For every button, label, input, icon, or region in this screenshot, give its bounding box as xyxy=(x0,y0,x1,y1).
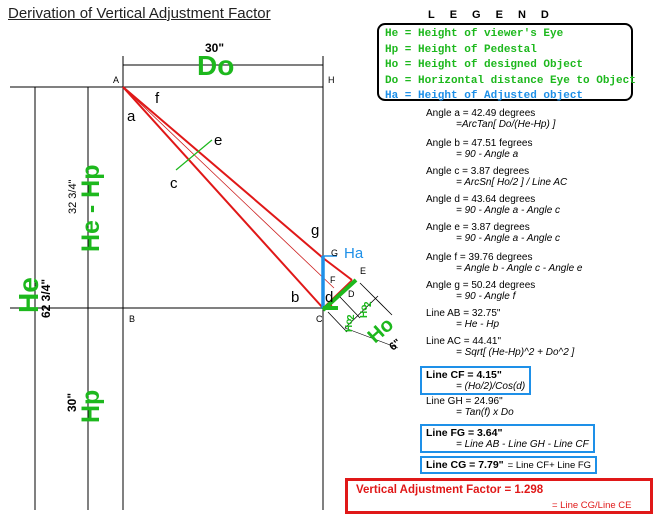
calc-label: Angle d = 43.64 degrees xyxy=(426,194,536,205)
calc-item: Angle b = 47.51 fegrees= 90 - Angle a xyxy=(426,138,532,160)
label-he: He xyxy=(13,277,44,313)
legend-item: He = Height of viewer's Eye xyxy=(385,28,564,40)
label-ho-half1: Ho xyxy=(344,319,355,332)
calc-formula: =ArcTan[ Do/(He-Hp) ] xyxy=(456,119,556,130)
calc-item: Angle f = 39.76 degrees= Angle b - Angle… xyxy=(426,252,582,274)
label-hp-dim: 30" xyxy=(65,393,79,412)
label-ho-half1-den: 2 xyxy=(346,314,357,320)
calc-label: Line CF = 4.15" xyxy=(426,369,502,381)
point-C: C xyxy=(316,314,323,324)
calc-formula: = 90 - Angle f xyxy=(456,291,516,302)
ho-dim-tick1 xyxy=(327,311,348,333)
label-ho-dim: 6" xyxy=(387,337,403,353)
sight-line-bottom xyxy=(122,86,333,310)
label-hp: Hp xyxy=(77,390,105,423)
calc-label: Angle b = 47.51 fegrees xyxy=(426,138,533,149)
legend-box: He = Height of viewer's Eye Hp = Height o… xyxy=(377,23,636,102)
calc-formula: = Angle b - Angle c - Angle e xyxy=(456,263,583,274)
legend-item: Ho = Height of designed Object xyxy=(385,59,584,71)
line-AF xyxy=(122,86,335,289)
calc-label: Angle e = 3.87 degrees xyxy=(426,222,530,233)
point-F: F xyxy=(330,275,336,285)
point-B: B xyxy=(129,314,135,324)
calc-label: Angle g = 50.24 degrees xyxy=(426,280,536,291)
angle-b: b xyxy=(291,289,299,306)
calc-formula: = 90 - Angle a xyxy=(456,149,519,160)
calc-label: Line AB = 32.75" xyxy=(426,308,501,319)
calc-item: Line CF = 4.15"= (Ho/2)/Cos(d) xyxy=(420,366,532,395)
label-do: Do xyxy=(197,50,234,81)
point-A: A xyxy=(113,75,119,85)
calc-label: Line CG = 7.79" xyxy=(426,459,504,471)
calc-formula: = Sqrt[ (He-Hp)^2 + Do^2 ] xyxy=(456,347,575,358)
page-title: Derivation of Vertical Adjustment Factor xyxy=(8,5,271,22)
sight-line-top xyxy=(122,86,353,281)
label-he-dim: 62 3/4" xyxy=(39,279,53,318)
label-he-hp: He - Hp xyxy=(77,165,105,253)
angle-d: d xyxy=(325,289,333,306)
legend-item: Hp = Height of Pedestal xyxy=(385,43,537,56)
calc-formula: = 90 - Angle a - Angle c xyxy=(456,205,561,216)
calc-item: Line CG = 7.79"= Line CF+ Line FG xyxy=(420,456,598,474)
calc-formula: = 90 - Angle a - Angle c xyxy=(456,233,561,244)
point-E: E xyxy=(360,266,366,276)
calc-formula: = (Ho/2)/Cos(d) xyxy=(456,381,526,392)
calc-item: Line GH = 24.96"= Tan(f) x Do xyxy=(426,396,514,418)
result-box: Vertical Adjustment Factor = 1.298 = Lin… xyxy=(345,478,653,514)
calc-formula: = He - Hp xyxy=(456,319,500,330)
legend-item: Ha = Height of Adjusted object xyxy=(385,90,584,102)
point-D: D xyxy=(348,289,355,299)
calc-formula: = ArcSn[ Ho/2 ] / Line AC xyxy=(456,177,568,188)
calc-label: Line FG = 3.64" xyxy=(426,427,503,439)
calc-item: Angle c = 3.87 degrees= ArcSn[ Ho/2 ] / … xyxy=(426,166,567,188)
calc-label: Angle c = 3.87 degrees xyxy=(426,166,530,177)
angle-g: g xyxy=(311,222,319,239)
calc-item: Angle a = 42.49 degrees=ArcTan[ Do/(He-H… xyxy=(426,108,555,130)
calc-formula: = Line AB - Line GH - Line CF xyxy=(456,439,589,450)
label-ha: Ha xyxy=(344,245,364,262)
result-label: Vertical Adjustment Factor = 1.298 xyxy=(356,484,544,496)
ho-dim-tick2 xyxy=(359,282,393,316)
calc-label: Line GH = 24.96" xyxy=(426,396,503,407)
legend-item: Do = Horizontal distance Eye to Object xyxy=(385,74,636,87)
calc-item: Angle e = 3.87 degrees= 90 - Angle a - A… xyxy=(426,222,560,244)
angle-a: a xyxy=(127,108,136,125)
label-ho-half2-den: 2 xyxy=(363,301,374,307)
label-ho-half2: Ho xyxy=(359,305,370,318)
calc-label: Line AC = 44.41" xyxy=(426,336,501,347)
result-formula: = Line CG/Line CE xyxy=(552,500,632,511)
label-he-hp-dim: 32 3/4" xyxy=(67,179,79,214)
calc-label: Angle a = 42.49 degrees xyxy=(426,108,536,119)
point-G: G xyxy=(331,248,338,258)
ho-ext-line xyxy=(344,327,399,349)
calc-formula: = Tan(f) x Do xyxy=(456,407,514,418)
calc-item: Line AC = 44.41"= Sqrt[ (He-Hp)^2 + Do^2… xyxy=(426,336,574,358)
angle-c: c xyxy=(170,175,178,192)
calc-item: Line AB = 32.75"= He - Hp xyxy=(426,308,500,330)
calc-item: Angle g = 50.24 degrees= 90 - Angle f xyxy=(426,280,535,302)
label-top-dim: 30" xyxy=(205,41,224,55)
calc-formula: = Line CF+ Line FG xyxy=(507,460,592,471)
angle-f: f xyxy=(155,90,160,107)
marker-e xyxy=(175,139,213,171)
ho-object xyxy=(321,278,358,312)
point-H: H xyxy=(328,75,335,85)
calc-item: Angle d = 43.64 degrees= 90 - Angle a - … xyxy=(426,194,560,216)
calc-item: Line FG = 3.64"= Line AB - Line GH - Lin… xyxy=(420,424,595,453)
ho-dim-line xyxy=(344,295,379,329)
ho-dim-tick3 xyxy=(339,296,361,319)
angle-e: e xyxy=(214,132,222,149)
calc-label: Angle f = 39.76 degrees xyxy=(426,252,533,263)
legend-title: LEGEND xyxy=(428,9,564,21)
